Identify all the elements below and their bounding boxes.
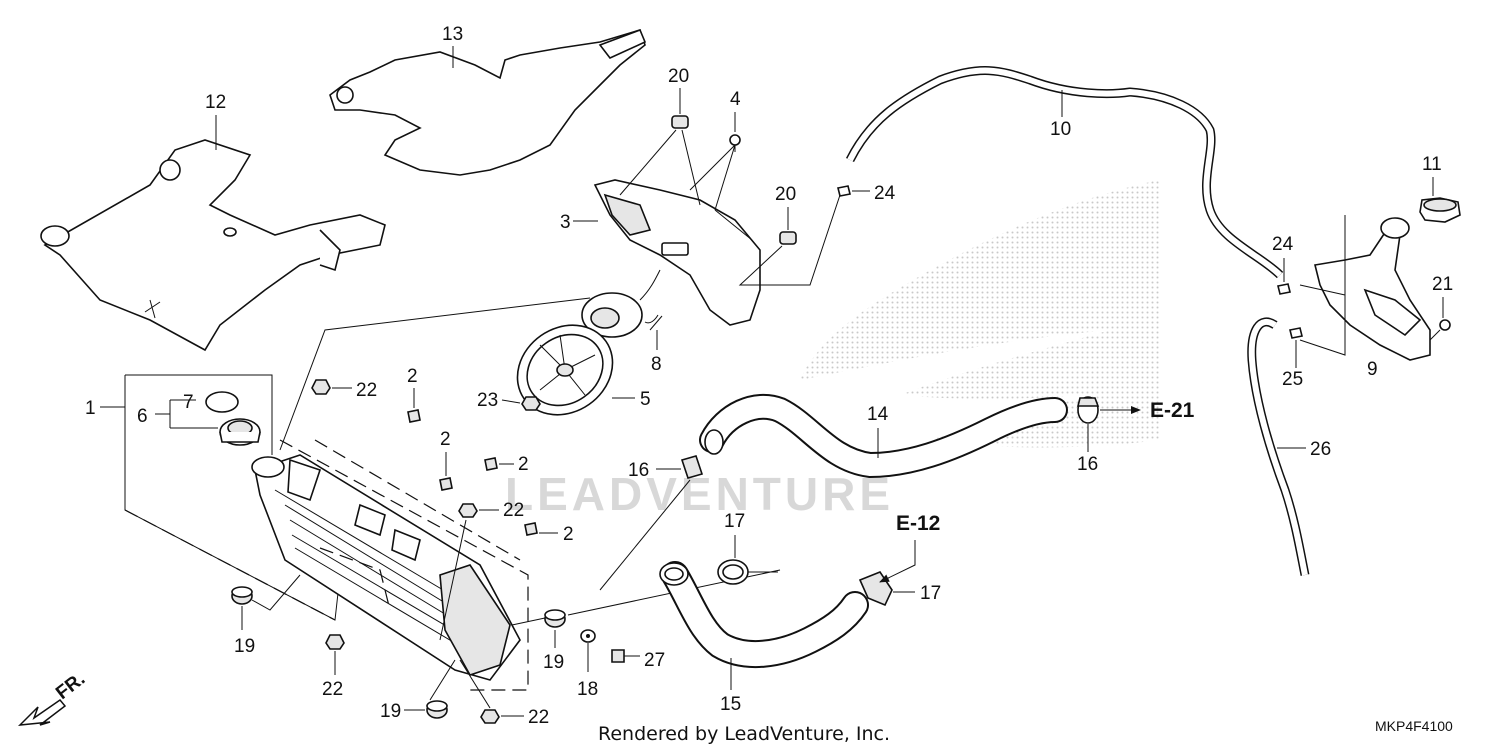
callout-4: 4 <box>730 89 741 110</box>
callout-20-upper: 20 <box>668 66 689 87</box>
part-3-fan-shroud <box>593 179 761 326</box>
part-17-clamp-a <box>717 559 749 585</box>
part-19-mount-rubber-a <box>231 586 253 605</box>
part-25-clip <box>1289 327 1303 339</box>
callout-6: 6 <box>137 406 148 427</box>
callout-22-d: 22 <box>528 707 549 728</box>
callout-24-left: 24 <box>874 183 896 204</box>
part-11-reserve-cap <box>1419 197 1461 223</box>
callout-11: 11 <box>1422 154 1442 175</box>
part-26-siphon-hose <box>1247 317 1310 576</box>
callout-9: 9 <box>1367 359 1378 380</box>
part-4-screw <box>729 134 741 152</box>
part-2-grommet-d <box>524 522 538 536</box>
part-27-bolt <box>611 649 640 663</box>
part-9-reserve-tank <box>1314 217 1431 361</box>
part-5-cooling-fan <box>516 324 614 416</box>
callout-19-a: 19 <box>234 636 255 657</box>
callout-16-lower: 16 <box>628 460 649 481</box>
radiator-core <box>251 454 521 681</box>
callout-10: 10 <box>1050 119 1071 140</box>
part-19-mount-rubber-b <box>544 609 566 628</box>
diagram-code: MKP4F4100 <box>1375 718 1453 734</box>
callout-17-a: 17 <box>724 511 745 532</box>
part-20-grommet-lower <box>779 231 797 245</box>
part-2-grommet-a <box>407 409 421 423</box>
callout-26: 26 <box>1310 439 1331 460</box>
part-22-nut-a <box>311 379 331 395</box>
part-23-nut <box>521 396 541 411</box>
callout-23: 23 <box>477 390 498 411</box>
callout-21: 21 <box>1432 274 1453 295</box>
part-7-cap-seal <box>205 391 239 413</box>
part-20-grommet-upper <box>671 115 689 129</box>
ref-e12: E-12 <box>896 512 940 535</box>
callout-19-b: 19 <box>543 652 564 673</box>
callout-22-b: 22 <box>503 500 524 521</box>
callout-2-c: 2 <box>518 454 529 475</box>
callout-13: 13 <box>442 24 463 45</box>
front-arrow-icon <box>17 698 67 726</box>
callout-14: 14 <box>867 404 889 425</box>
part-14-upper-hose <box>699 393 1068 479</box>
part-13-upper-shroud <box>329 28 647 176</box>
callout-17-b: 17 <box>920 583 941 604</box>
render-note: Rendered by LeadVenture, Inc. <box>598 723 890 745</box>
callout-25: 25 <box>1282 369 1303 390</box>
part-19-mount-rubber-c <box>426 700 448 719</box>
callout-5: 5 <box>640 389 651 410</box>
callout-27: 27 <box>644 650 665 671</box>
part-22-nut-c <box>325 634 345 650</box>
callout-1: 1 <box>85 398 96 419</box>
ref-e21: E-21 <box>1150 399 1195 422</box>
part-24-clip-left <box>837 185 851 197</box>
callout-2-b: 2 <box>440 429 451 450</box>
part-15-lower-hose <box>659 561 869 669</box>
part-6-radiator-cap <box>219 418 261 446</box>
callout-2-d: 2 <box>563 524 574 545</box>
part-22-nut-b <box>458 503 478 518</box>
front-marker-label: FR. <box>52 669 89 704</box>
part-18-washer <box>580 629 596 643</box>
callout-8: 8 <box>651 354 662 375</box>
part-2-grommet-b <box>439 477 453 491</box>
part-22-nut-d <box>480 709 500 724</box>
callout-20-lower: 20 <box>775 184 796 205</box>
part-10-overflow-hose <box>845 66 1284 279</box>
part-16-clamp-lower <box>680 455 704 479</box>
callout-3: 3 <box>560 212 571 233</box>
callout-16-upper: 16 <box>1077 454 1098 475</box>
callout-15: 15 <box>720 694 741 715</box>
part-16-clamp-upper <box>1076 396 1100 424</box>
part-12-lower-shroud <box>40 139 386 352</box>
callout-22-a: 22 <box>356 380 377 401</box>
part-21-screw <box>1429 319 1451 341</box>
callout-7: 7 <box>183 392 194 413</box>
part-8-fan-motor <box>581 269 661 338</box>
watermark-text: LEADVENTURE <box>505 468 894 520</box>
part-1-radiator-group <box>124 374 529 691</box>
part-2-grommet-c <box>484 457 498 471</box>
callout-18: 18 <box>577 679 598 700</box>
callout-24-right: 24 <box>1272 234 1294 255</box>
callout-2-a: 2 <box>407 366 418 387</box>
part-24-clip-right <box>1277 283 1291 295</box>
callout-19-c: 19 <box>380 701 401 722</box>
honda-wing-watermark <box>800 180 1160 448</box>
callout-12: 12 <box>205 92 226 113</box>
callout-22-c: 22 <box>322 679 343 700</box>
